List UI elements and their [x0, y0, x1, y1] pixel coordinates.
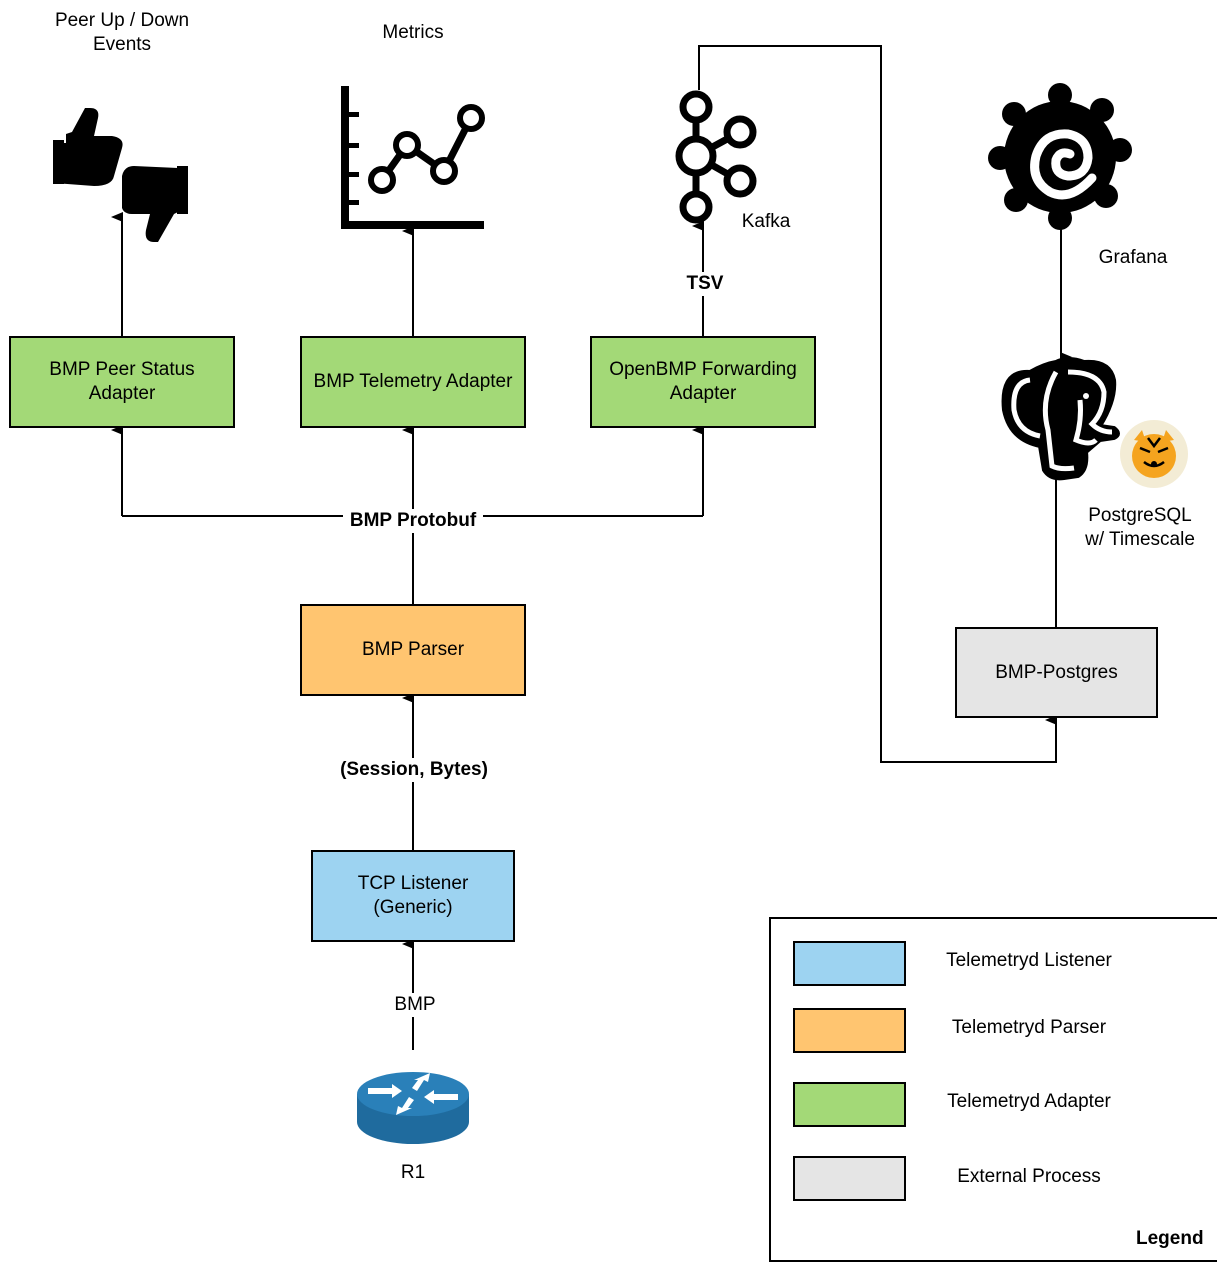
legend-title: Legend [1136, 1228, 1204, 1249]
thumbs-up-down-icon [53, 108, 188, 242]
legend-swatch-adapter [793, 1082, 906, 1127]
grafana-icon [988, 83, 1132, 230]
legend-label-adapter: Telemetryd Adapter [947, 1091, 1111, 1112]
bmp-parser-label: BMP Parser [361, 639, 465, 660]
router-icon [357, 1072, 469, 1144]
legend-swatch-listener [793, 941, 906, 986]
tcp-listener: TCP Listener (Generic) [311, 850, 515, 942]
legend-swatch-external [793, 1156, 906, 1201]
bmp-peer-status-adapter-label: BMP Peer Status Adapter [49, 359, 195, 404]
bmp-telemetry-adapter: BMP Telemetry Adapter [300, 336, 526, 428]
bmp-telemetry-adapter-label: BMP Telemetry Adapter [313, 371, 513, 392]
legend-swatch-parser [793, 1008, 906, 1053]
bmp-peer-status-adapter: BMP Peer Status Adapter [9, 336, 235, 428]
peer-events-label: Peer Up / Down Events [54, 10, 190, 55]
tcp-listener-label: TCP Listener (Generic) [357, 873, 469, 918]
kafka-label: Kafka [741, 211, 791, 232]
bmp-parser: BMP Parser [300, 604, 526, 696]
openbmp-forwarding-adapter: OpenBMP Forwarding Adapter [590, 336, 816, 428]
bmp-postgres-label: BMP-Postgres [995, 661, 1118, 683]
edge-label-bmp: BMP [386, 993, 444, 1017]
postgresql-label: PostgreSQL w/ Timescale [1085, 505, 1195, 550]
kafka-icon [675, 90, 757, 224]
openbmp-forwarding-adapter-label: OpenBMP Forwarding Adapter [609, 359, 797, 404]
edge-label-session-bytes: (Session, Bytes) [330, 758, 498, 782]
edge-label-tsv: TSV [680, 272, 730, 296]
edge-kafka-to-bmp-postgres [698, 45, 1057, 763]
legend-label-listener: Telemetryd Listener [946, 950, 1112, 971]
router-label: R1 [400, 1162, 426, 1183]
timescale-tiger-icon [1120, 420, 1188, 488]
edge-label-bmp-protobuf: BMP Protobuf [343, 509, 483, 533]
bmp-postgres: BMP-Postgres [955, 627, 1158, 718]
legend-label-external: External Process [957, 1166, 1101, 1187]
legend: Telemetryd Listener Telemetryd Parser Te… [769, 917, 1217, 1262]
postgresql-elephant-icon [1001, 357, 1120, 481]
connectors [111, 45, 1072, 1050]
grafana-label: Grafana [1098, 247, 1168, 268]
legend-label-parser: Telemetryd Parser [951, 1017, 1107, 1038]
line-chart-icon [341, 86, 485, 229]
metrics-label: Metrics [382, 22, 444, 43]
